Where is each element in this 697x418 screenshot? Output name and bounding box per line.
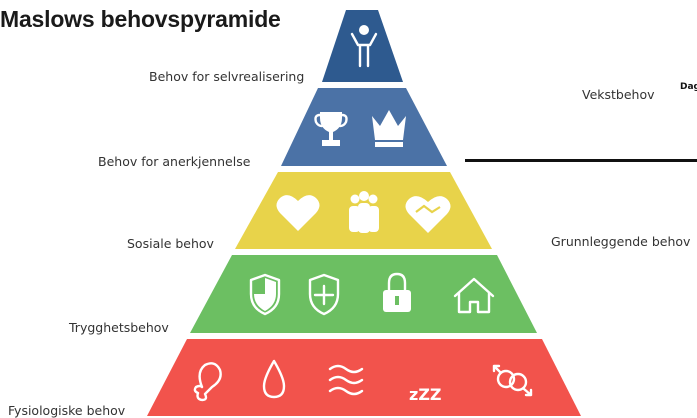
- label-esteem: Behov for anerkjennelse: [98, 154, 251, 169]
- air-waves-icon: [328, 364, 364, 396]
- sleep-zzz-icon: zZZ: [409, 385, 442, 404]
- label-physiological: Fysiologiske behov: [8, 403, 126, 418]
- needs-divider-line: [465, 159, 697, 162]
- pyramid-level-physiological: zZZ: [147, 339, 581, 416]
- drumstick-icon: [193, 362, 222, 402]
- pyramid-level-social: [235, 172, 492, 249]
- diagram-title: Maslows behovspyramide: [0, 6, 281, 32]
- label-partial-cutoff: Dag: [680, 82, 697, 92]
- label-growth-needs: Vekstbehov: [582, 87, 655, 102]
- pyramid-level-self-actualization: [322, 10, 403, 82]
- padlock-icon: [383, 272, 411, 312]
- gender-symbols-icon: [492, 364, 533, 397]
- shield-plus-icon: [308, 273, 340, 316]
- crown-icon: [372, 110, 406, 147]
- handshake-heart-icon: [405, 196, 451, 233]
- house-icon: [453, 277, 495, 314]
- trophy-icon: [314, 112, 348, 146]
- heart-icon: [276, 195, 320, 231]
- pyramid-level-safety: [190, 255, 537, 333]
- person-arms-raised-icon: [350, 25, 378, 68]
- label-social: Sosiale behov: [127, 236, 214, 251]
- label-self-actualization: Behov for selvrealisering: [149, 69, 305, 84]
- label-safety: Trygghetsbehov: [69, 320, 169, 335]
- water-drop-icon: [262, 359, 286, 399]
- shield-icon: [249, 273, 281, 316]
- group-icon: [349, 191, 379, 233]
- sleep-zzz-text: zZZ: [409, 385, 442, 404]
- label-basic-needs: Grunnleggende behov: [551, 234, 691, 249]
- pyramid-level-esteem: [281, 88, 447, 166]
